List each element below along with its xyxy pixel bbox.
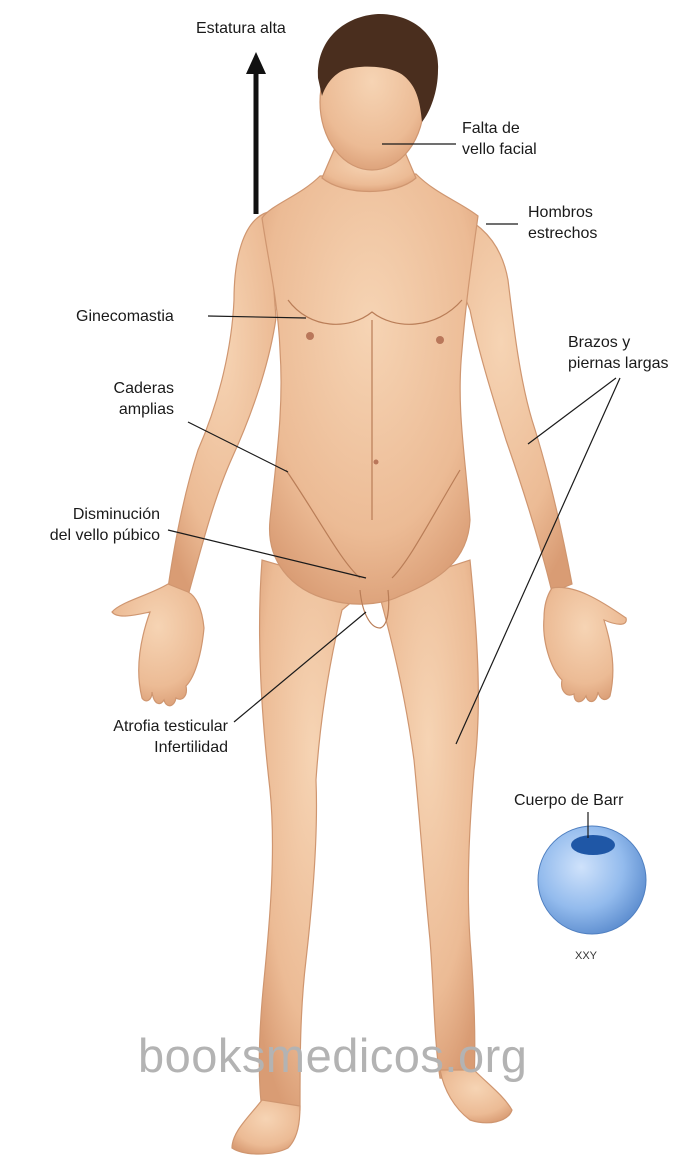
label-barr-body: Cuerpo de Barr (514, 790, 623, 811)
left-arm (168, 212, 276, 596)
leader-limbs-arm (528, 378, 616, 444)
right-hand (544, 587, 627, 701)
label-limbs: Brazos y piernas largas (568, 332, 669, 374)
label-testicular: Atrofia testicular Infertilidad (70, 716, 228, 758)
torso (262, 174, 478, 604)
tall-stature-arrow (246, 52, 266, 214)
left-hand (112, 584, 204, 706)
label-shoulders: Hombros estrechos (528, 202, 597, 244)
label-hips: Caderas amplias (82, 378, 174, 420)
label-karyotype: XXY (575, 950, 597, 962)
barr-body (571, 835, 615, 855)
label-gynecomastia: Ginecomastia (76, 306, 174, 327)
watermark: booksmedicos.org (138, 1028, 527, 1083)
right-leg (378, 560, 478, 1080)
left-foot (232, 1100, 300, 1154)
label-pubic-hair: Disminución del vello púbico (18, 504, 160, 546)
label-tall-stature: Estatura alta (196, 18, 286, 39)
label-facial-hair: Falta de vello facial (462, 118, 537, 160)
barr-body-cell (538, 812, 646, 934)
